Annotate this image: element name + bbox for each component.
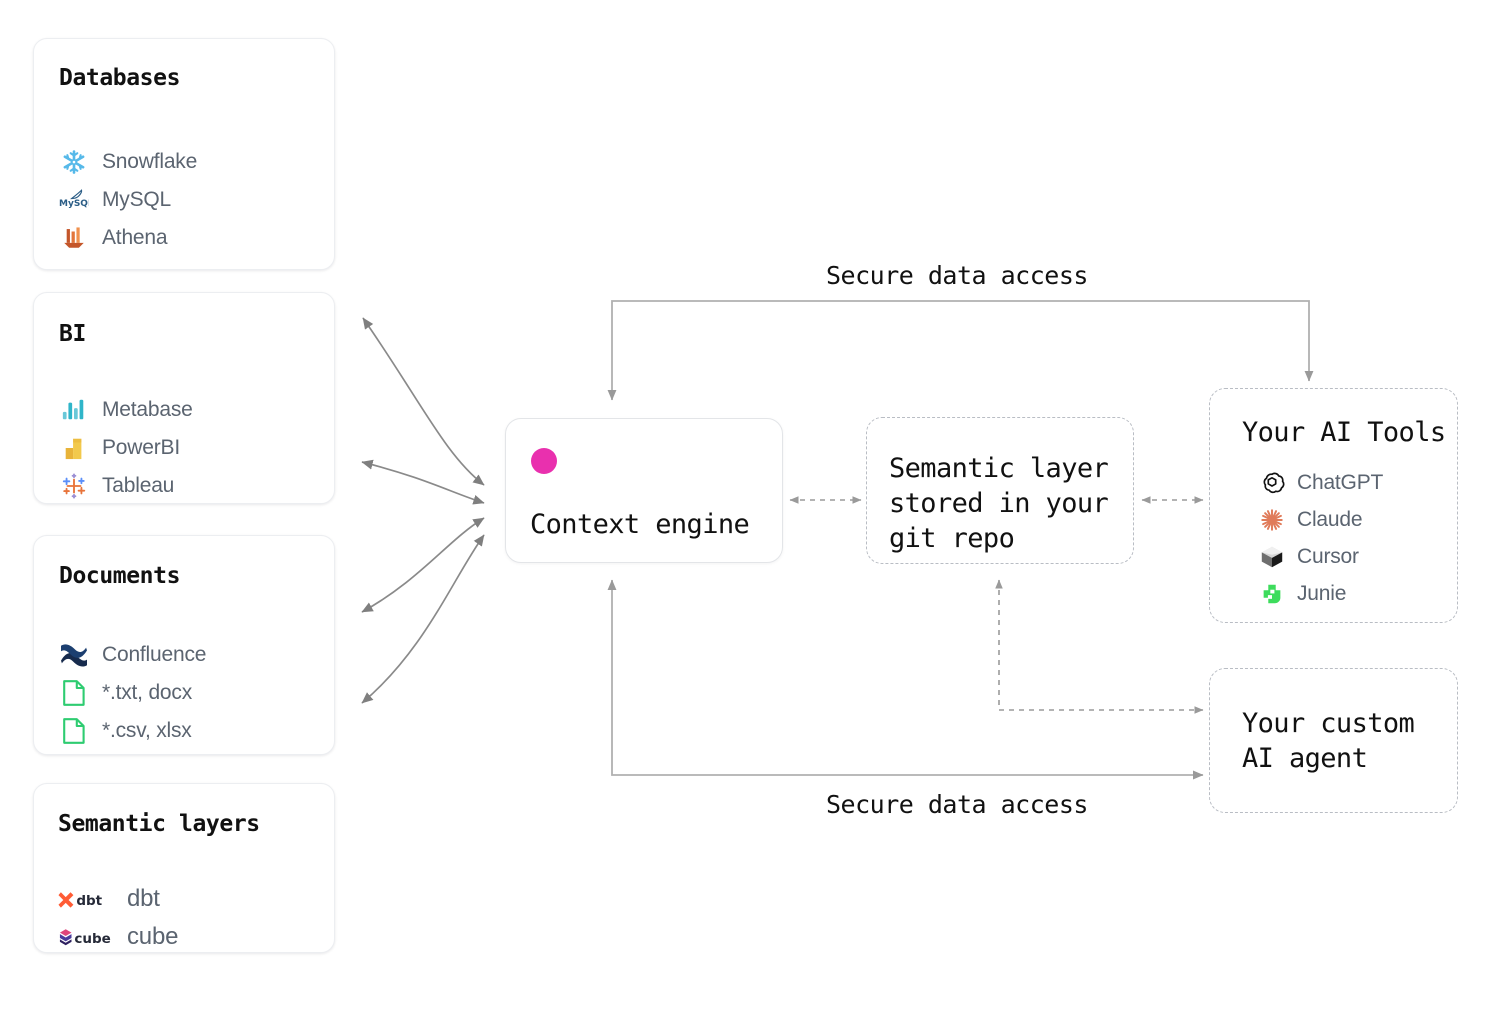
source-item-cube[interactable]: cube cube: [58, 918, 178, 956]
source-item-label: Confluence: [102, 643, 207, 666]
powerbi-icon: [59, 433, 89, 463]
node-your-ai-tools[interactable]: Your AI Tools ChatGPT: [1209, 388, 1458, 623]
cube-icon: cube: [58, 922, 114, 952]
source-item-label: Tableau: [102, 474, 175, 497]
node-custom-ai-agent[interactable]: Your custom AI agent: [1209, 668, 1458, 813]
source-item-label: cube: [127, 923, 179, 950]
source-card-documents[interactable]: Documents Confluence *.txt, docx: [33, 535, 335, 755]
node-semantic-layer[interactable]: Semantic layer stored in your git repo: [866, 417, 1134, 564]
source-card-title: Documents: [59, 563, 181, 589]
chatgpt-icon: [1258, 468, 1286, 498]
snowflake-icon: [59, 147, 89, 177]
source-card-semantic-layers[interactable]: Semantic layers dbt dbt cube cube: [33, 783, 335, 953]
node-your-ai-tools-title: Your AI Tools: [1242, 417, 1446, 448]
node-context-engine-label: Context engine: [530, 509, 750, 540]
ai-tool-label: Cursor: [1297, 544, 1359, 568]
source-item-powerbi[interactable]: PowerBI: [59, 429, 193, 467]
svg-text:MySQL: MySQL: [59, 199, 89, 209]
ai-tool-label: Claude: [1297, 507, 1363, 531]
cursor-icon: [1258, 542, 1286, 572]
ai-tool-label: Junie: [1297, 581, 1347, 605]
edge-label-top: Secure data access: [826, 261, 1088, 290]
athena-icon: [59, 223, 89, 253]
node-custom-ai-agent-label: Your custom AI agent: [1242, 708, 1415, 774]
ai-tool-label: ChatGPT: [1297, 470, 1384, 494]
edge-label-bottom: Secure data access: [826, 790, 1088, 819]
source-item-dbt[interactable]: dbt dbt: [58, 880, 178, 918]
mysql-icon: MySQL: [59, 185, 89, 215]
source-item-label: Metabase: [102, 398, 193, 421]
svg-text:dbt: dbt: [76, 893, 102, 909]
source-item-label: Athena: [102, 226, 168, 249]
source-item-athena[interactable]: Athena: [59, 219, 197, 257]
source-card-databases[interactable]: Databases: [33, 38, 335, 270]
source-item-label: Snowflake: [102, 150, 198, 173]
ai-tool-junie[interactable]: Junie: [1258, 575, 1383, 612]
file-icon: [59, 678, 89, 708]
dbt-icon: dbt: [58, 884, 114, 914]
source-item-txt-docx[interactable]: *.txt, docx: [59, 674, 206, 712]
source-item-label: *.txt, docx: [102, 681, 193, 704]
source-item-mysql[interactable]: MySQL MySQL: [59, 181, 197, 219]
ai-tool-cursor[interactable]: Cursor: [1258, 538, 1383, 575]
svg-text:cube: cube: [74, 931, 110, 947]
node-context-engine[interactable]: Context engine: [505, 418, 783, 563]
file-icon: [59, 716, 89, 746]
status-dot: [531, 448, 557, 474]
metabase-icon: [59, 395, 89, 425]
source-item-csv-xlsx[interactable]: *.csv, xlsx: [59, 712, 206, 750]
source-card-bi[interactable]: BI Metabase PowerBI: [33, 292, 335, 504]
confluence-icon: [59, 640, 89, 670]
source-card-title: Databases: [59, 65, 181, 91]
source-item-metabase[interactable]: Metabase: [59, 391, 193, 429]
tableau-icon: [59, 471, 89, 501]
junie-icon: [1258, 579, 1286, 609]
ai-tool-claude[interactable]: Claude: [1258, 501, 1383, 538]
source-item-tableau[interactable]: Tableau: [59, 467, 193, 505]
claude-icon: [1258, 505, 1286, 535]
source-item-label: MySQL: [102, 188, 172, 211]
ai-tool-chatgpt[interactable]: ChatGPT: [1258, 464, 1383, 501]
source-card-title: Semantic layers: [58, 811, 260, 837]
source-item-label: *.csv, xlsx: [102, 719, 192, 742]
source-item-confluence[interactable]: Confluence: [59, 636, 206, 674]
source-item-label: dbt: [127, 885, 160, 912]
source-card-title: BI: [59, 321, 86, 347]
node-semantic-layer-label: Semantic layer stored in your git repo: [889, 453, 1109, 554]
source-item-label: PowerBI: [102, 436, 180, 459]
source-item-snowflake[interactable]: Snowflake: [59, 143, 197, 181]
